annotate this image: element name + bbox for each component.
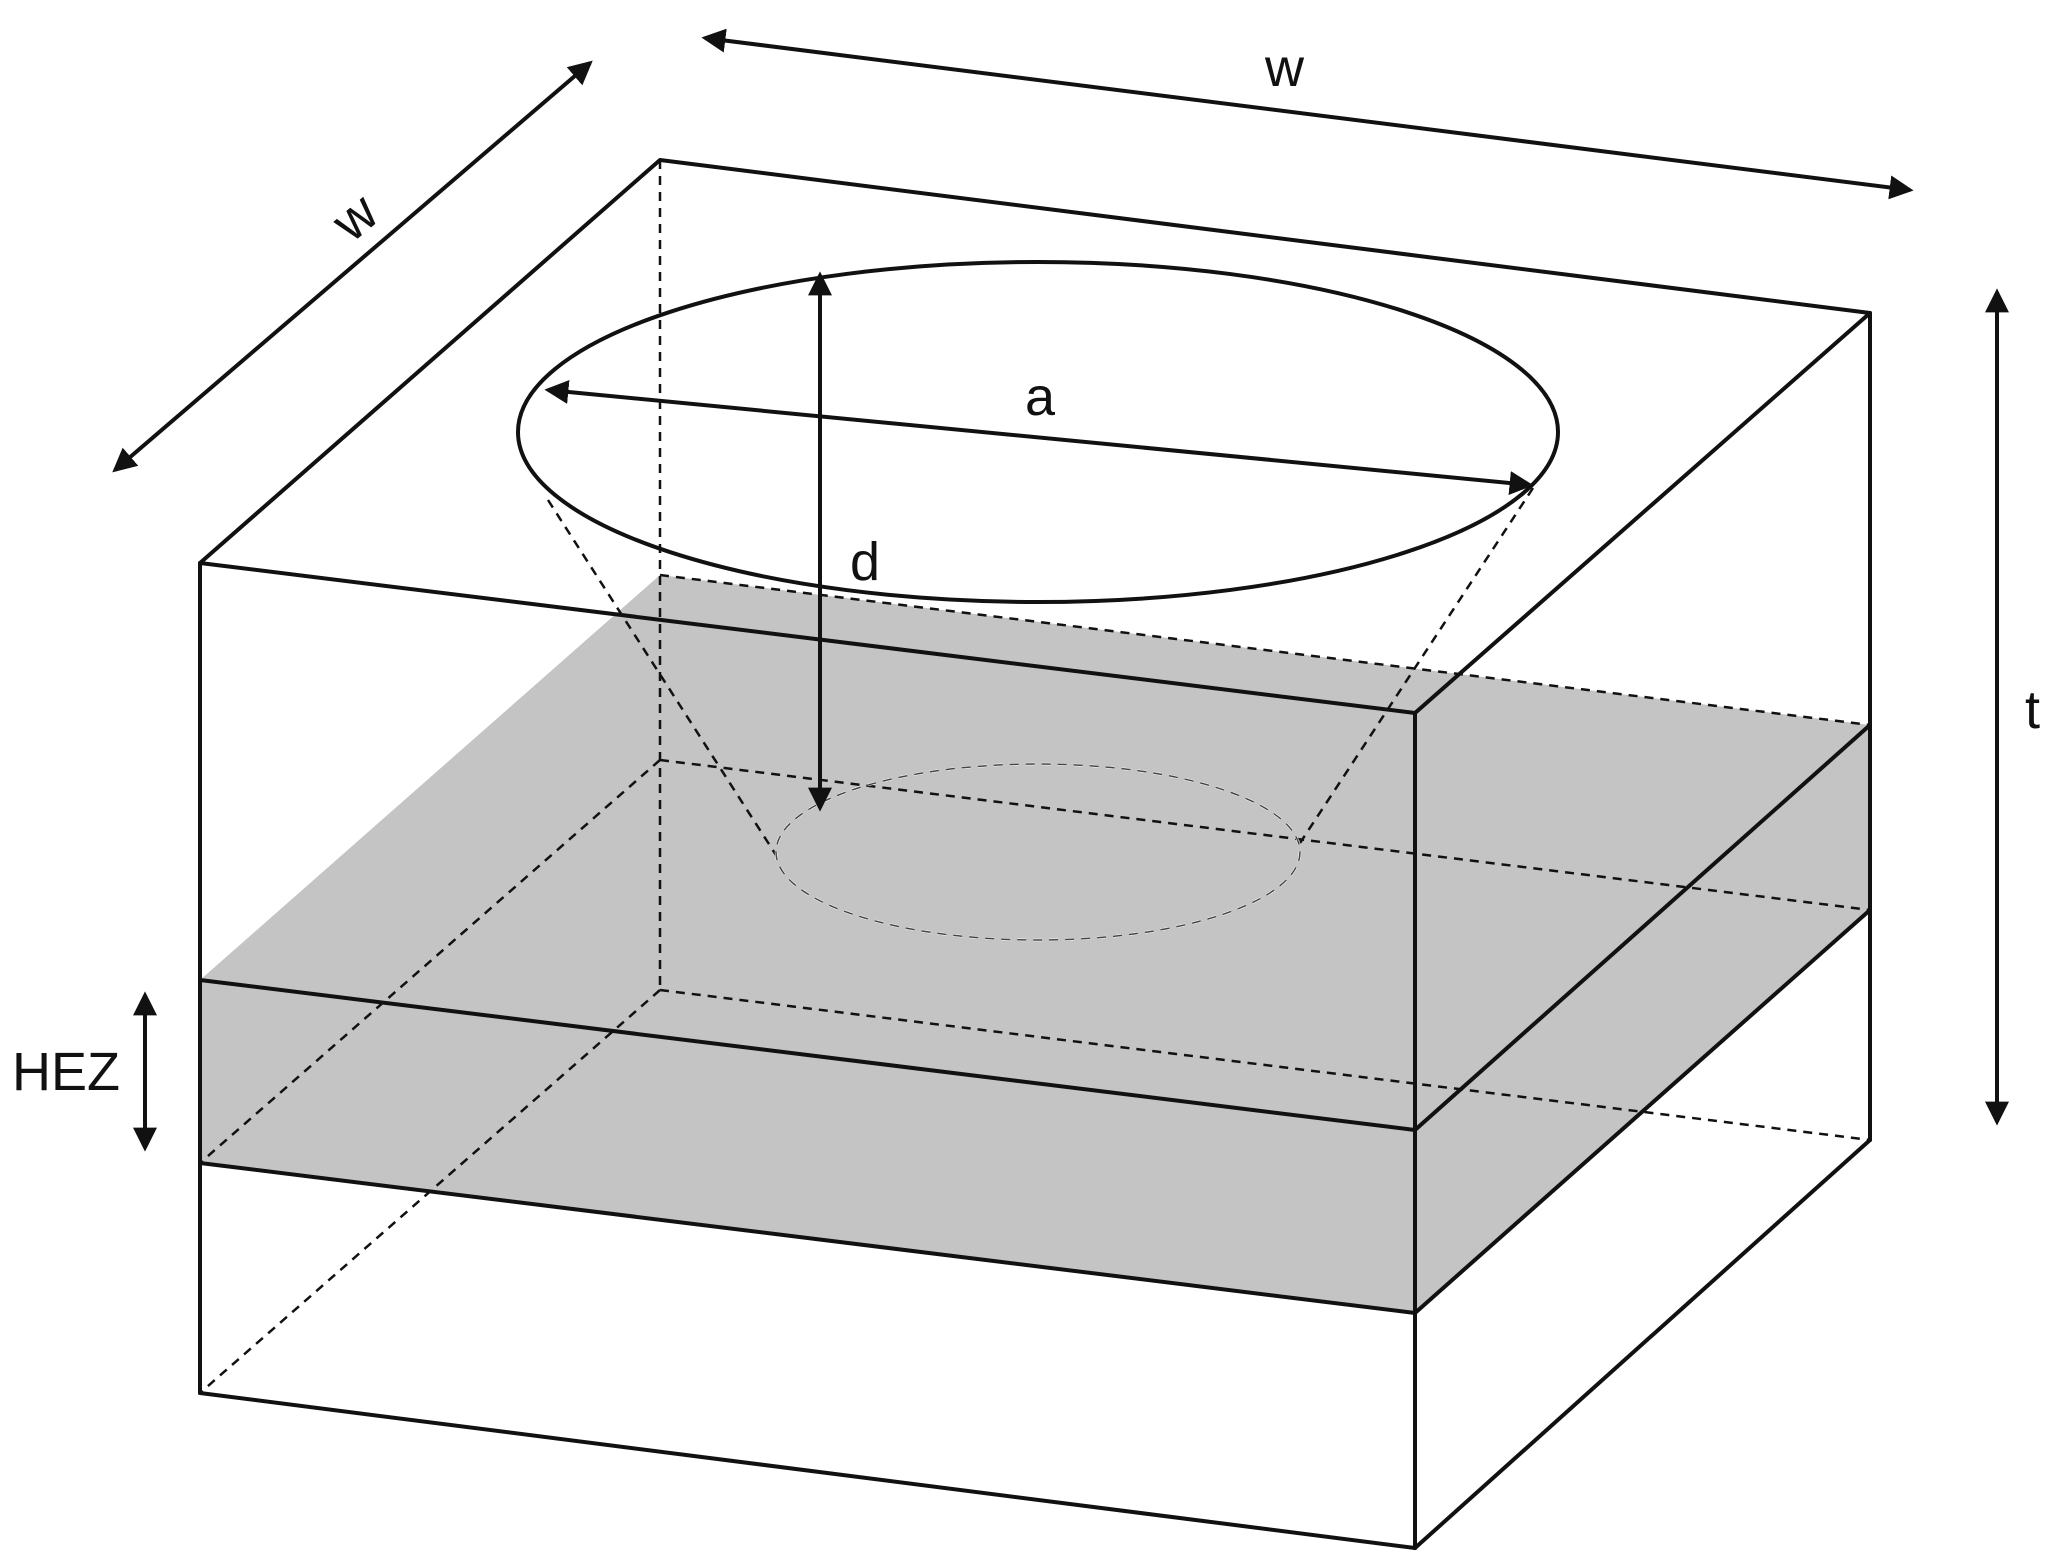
crater-diameter-label: a	[1025, 367, 1056, 427]
crater-cone	[546, 487, 1535, 942]
hez-slab	[200, 575, 1870, 1313]
crater-top-ellipse	[516, 260, 1560, 604]
width-top-label: w	[1264, 38, 1305, 98]
hez-right-face	[1415, 725, 1870, 1313]
hez-top-face	[200, 575, 1870, 1130]
width-top-arrow	[701, 28, 1914, 200]
hez-label: HEZ	[12, 1042, 120, 1102]
dimension-arrows	[112, 28, 2009, 1152]
labels: w w t a d HEZ	[12, 38, 2040, 1102]
crater-diameter-arrow	[544, 380, 1534, 495]
thickness-label: t	[2025, 680, 2040, 740]
crater-depth-label: d	[850, 532, 880, 592]
width-side-arrow	[112, 60, 593, 473]
hez-front-face	[200, 980, 1415, 1313]
